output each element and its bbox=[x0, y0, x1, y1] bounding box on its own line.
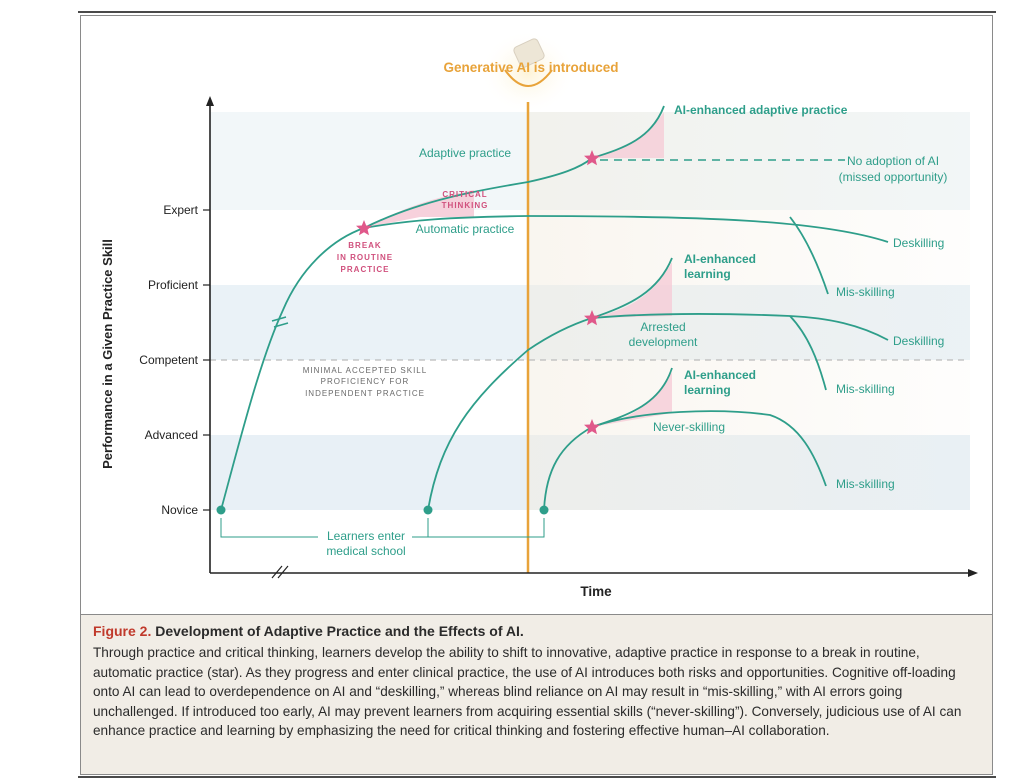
critical-thinking-wedge bbox=[364, 190, 474, 228]
ai-learning-mid-wedge bbox=[592, 262, 672, 318]
stars bbox=[356, 150, 600, 435]
label-misskilling-mid: Mis-skilling bbox=[836, 382, 895, 396]
top-rule bbox=[78, 11, 996, 13]
label-break-1: BREAK bbox=[348, 241, 381, 250]
label-minimal-1: MINIMAL ACCEPTED SKILL bbox=[303, 366, 427, 375]
y-label-expert: Expert bbox=[163, 203, 198, 217]
second-cohort-curve bbox=[427, 317, 593, 511]
label-deskilling-top: Deskilling bbox=[893, 236, 944, 250]
label-break-3: PRACTICE bbox=[341, 265, 390, 274]
y-axis-title: Performance in a Given Practice Skill bbox=[100, 239, 115, 469]
ai-adaptive-curve bbox=[591, 105, 665, 159]
label-arrested-2: development bbox=[629, 335, 698, 349]
label-ai-learning-mid-1: AI-enhanced bbox=[684, 252, 756, 266]
caption-title: Figure 2. Development of Adaptive Practi… bbox=[93, 623, 982, 639]
curve-break-mark bbox=[273, 322, 289, 328]
adaptive-practice-curve bbox=[363, 157, 593, 229]
ai-era-shade bbox=[528, 112, 970, 510]
label-no-adoption-1: No adoption of AI bbox=[847, 154, 939, 168]
never-skilling-curve bbox=[591, 410, 827, 487]
star-icon bbox=[584, 310, 600, 326]
label-ai-learning-low-2: learning bbox=[684, 383, 731, 397]
third-cohort-curve bbox=[543, 426, 593, 511]
label-ai-learning-mid-2: learning bbox=[684, 267, 731, 281]
curve-break-mark bbox=[271, 316, 287, 322]
curves bbox=[220, 105, 889, 511]
start-dot-3 bbox=[539, 505, 549, 515]
learners-bracket bbox=[220, 518, 545, 538]
label-ai-adaptive: AI-enhanced adaptive practice bbox=[674, 103, 848, 117]
label-arrested-1: Arrested bbox=[640, 320, 685, 334]
arrested-development-curve bbox=[591, 313, 889, 341]
label-minimal-3: INDEPENDENT PRACTICE bbox=[305, 389, 425, 398]
y-ticks bbox=[203, 209, 210, 511]
x-axis-arrow-icon bbox=[968, 569, 978, 577]
ai-learning-mid-curve bbox=[591, 257, 673, 319]
ai-chip-icon bbox=[513, 38, 545, 68]
start-dot-1 bbox=[216, 505, 226, 515]
ai-learning-low-wedge bbox=[592, 372, 672, 427]
bottom-rule bbox=[78, 776, 996, 778]
caption-text: Through practice and critical thinking, … bbox=[93, 645, 962, 738]
label-misskilling-low: Mis-skilling bbox=[836, 477, 895, 491]
label-critical-2: THINKING bbox=[442, 201, 489, 210]
caption-label: Figure 2. bbox=[93, 623, 152, 639]
star-icon bbox=[584, 419, 600, 435]
x-axis-title: Time bbox=[580, 584, 612, 599]
label-learners-2: medical school bbox=[326, 544, 405, 558]
y-label-competent: Competent bbox=[139, 353, 198, 367]
automatic-practice-curve bbox=[363, 215, 889, 243]
y-label-novice: Novice bbox=[161, 503, 198, 517]
misskilling-top-curve bbox=[789, 216, 829, 295]
y-axis-arrow-icon bbox=[206, 96, 214, 106]
label-ai-learning-low-1: AI-enhanced bbox=[684, 368, 756, 382]
label-break-2: IN ROUTINE bbox=[337, 253, 393, 262]
lightbulb-icon bbox=[504, 69, 553, 87]
label-minimal-2: PROFICIENCY FOR bbox=[321, 377, 410, 386]
x-axis-break-mark bbox=[271, 565, 283, 579]
ai-glow bbox=[480, 30, 576, 114]
novice-growth-curve bbox=[220, 227, 365, 511]
label-deskilling-mid: Deskilling bbox=[893, 334, 944, 348]
label-learners-1: Learners enter bbox=[327, 529, 405, 543]
star-icon bbox=[584, 150, 600, 166]
caption-heading: Development of Adaptive Practice and the… bbox=[155, 623, 524, 639]
misskilling-mid-curve bbox=[789, 315, 827, 391]
label-never-skilling: Never-skilling bbox=[653, 420, 725, 434]
start-dot-2 bbox=[423, 505, 433, 515]
label-adaptive-practice: Adaptive practice bbox=[419, 146, 511, 160]
ai-adaptive-wedge bbox=[592, 112, 664, 158]
label-misskilling-top: Mis-skilling bbox=[836, 285, 895, 299]
label-critical-1: CRITICAL bbox=[442, 190, 487, 199]
y-label-advanced: Advanced bbox=[145, 428, 198, 442]
label-automatic-practice: Automatic practice bbox=[416, 222, 515, 236]
ai-event-label: Generative AI is introduced bbox=[443, 60, 618, 75]
figure-diagram: Expert Proficient Competent Advanced Nov… bbox=[100, 30, 978, 599]
label-no-adoption-2: (missed opportunity) bbox=[839, 170, 948, 184]
y-label-proficient: Proficient bbox=[148, 278, 199, 292]
star-icon bbox=[356, 220, 372, 236]
x-axis-break-mark bbox=[277, 565, 289, 579]
figure-caption: Figure 2. Development of Adaptive Practi… bbox=[80, 615, 993, 775]
